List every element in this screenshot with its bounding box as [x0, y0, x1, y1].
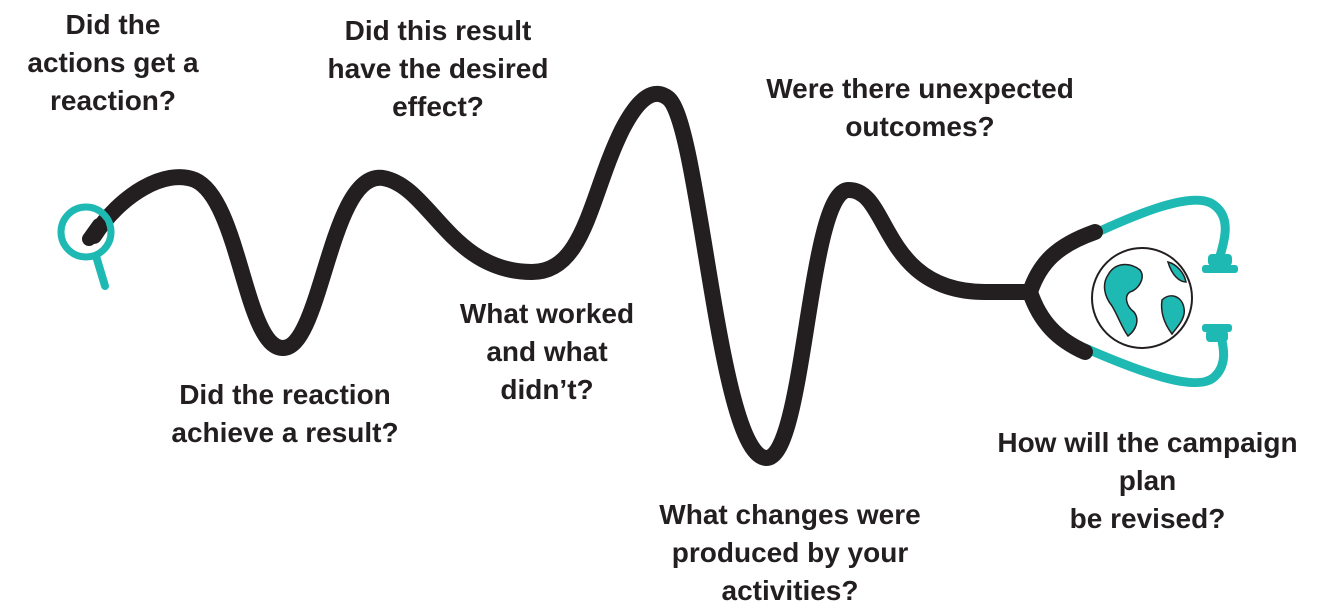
- question-campaign-revised: How will the campaign plan be revised?: [997, 427, 1298, 534]
- wavy-rope-path: [86, 85, 1038, 466]
- question-changes-produced: What changes were produced by your activ…: [659, 499, 921, 606]
- question-what-worked: What worked and what didn’t?: [459, 298, 635, 405]
- stethoscope-globe-icon: [1022, 195, 1238, 388]
- question-reaction-result: Did the reaction achieve a result?: [171, 379, 399, 448]
- magnifier-icon: [57, 203, 115, 290]
- question-unexpected-outcomes: Were there unexpected outcomes?: [766, 73, 1074, 142]
- question-actions-reaction: Did the actions get a reaction?: [27, 9, 199, 116]
- question-desired-effect: Did this result have the desired effect?: [327, 15, 549, 122]
